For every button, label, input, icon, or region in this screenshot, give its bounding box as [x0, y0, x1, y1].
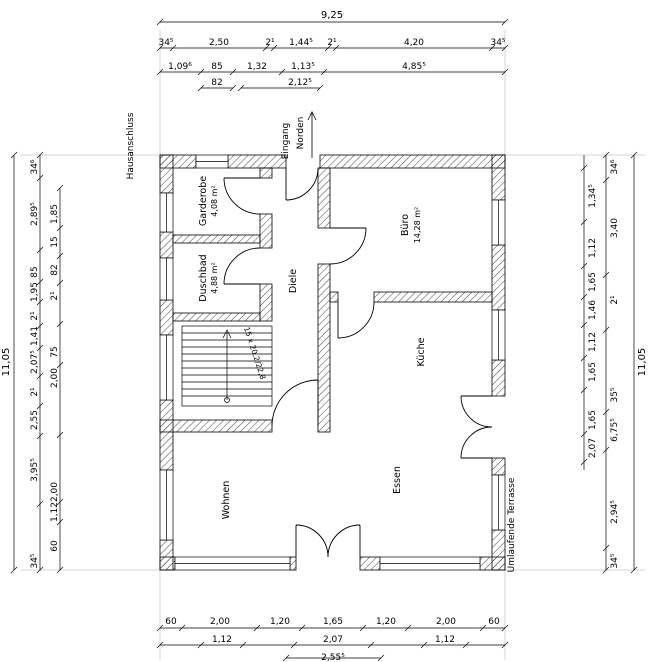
annotation-north: Norden [296, 117, 306, 150]
dim-label: 2,55⁵ [321, 653, 345, 662]
room-label-wohnen: Wohnen [221, 481, 232, 520]
dim-label: 2,89⁵ [30, 202, 40, 226]
dim-label: 1,95 [30, 282, 40, 302]
entrance-door [285, 167, 319, 201]
terrace-double-door-right [460, 395, 493, 459]
doors [223, 167, 493, 558]
dim-label: 1,41 [30, 326, 40, 346]
dim-label: 1,12 [435, 635, 455, 645]
dim-label: 2¹ [265, 38, 275, 48]
room-labels: Garderobe 4,08 m² Duschbad 4,88 m² Diele… [198, 176, 427, 520]
dim-label: 1,12 [588, 332, 598, 352]
dim-label: 2,07 [323, 635, 343, 645]
north-arrow-icon [307, 111, 317, 158]
dim-label: 85 [30, 266, 40, 277]
dim-label: 2¹ [610, 295, 620, 305]
walls [159, 154, 506, 571]
dim-label: 6,75⁵ [610, 418, 620, 442]
dim-label: 2,55 [30, 410, 40, 430]
room-label-garderobe: Garderobe [198, 176, 209, 226]
dim-label: 34⁶ [610, 159, 620, 174]
dim-label: 2,00 [50, 368, 60, 388]
dim-label: 34⁵ [490, 38, 505, 48]
dim-label: 2¹ [327, 38, 337, 48]
dimension-lines [10, 18, 638, 662]
dim-label: 2¹ [50, 291, 60, 301]
stairs [181, 325, 273, 407]
dim-label: 2¹ [30, 387, 40, 397]
dim-label: 34⁵ [610, 553, 620, 568]
dim-label: 4,85⁵ [402, 62, 426, 72]
dim-label: 82 [50, 264, 60, 275]
dim-label: 1,34⁵ [588, 184, 598, 208]
dim-label: 1,65 [323, 617, 343, 627]
dim-label: 2,07⁵ [30, 350, 40, 374]
duschbad-door [223, 247, 261, 285]
dim-label: 1,12 [50, 502, 60, 522]
room-label-essen: Essen [392, 466, 403, 494]
dim-label: 35⁵ [610, 387, 620, 402]
terrace-double-door-bottom [295, 524, 361, 558]
garderobe-door [223, 177, 261, 215]
dim-label: 34⁶ [30, 159, 40, 174]
dim-label: 2¹ [30, 311, 40, 321]
dim-label: 2,94⁵ [610, 500, 620, 524]
dim-label: 2,00 [210, 617, 230, 627]
dim-label: 1,20 [376, 617, 396, 627]
room-label-kueche: Küche [416, 337, 427, 366]
buero-door [329, 227, 367, 265]
dim-label: 15 [50, 236, 60, 247]
dim-label: 9,25 [321, 10, 343, 21]
stair-direction-arrow [222, 329, 232, 400]
dim-label: 1,13⁵ [291, 62, 315, 72]
dim-label: 2,12⁵ [288, 78, 312, 88]
dim-label: 60 [488, 617, 500, 627]
dimension-labels: 9,25 34⁵ 2,50 2¹ 1,44⁵ 2¹ 4,20 34⁵ 1,09⁶… [1, 10, 648, 662]
annotation-stairs-note: 15 x 20,2/22,8 [242, 326, 268, 381]
dim-label: 1,65 [588, 272, 598, 292]
dim-label: 11,05 [1, 348, 12, 377]
dim-label: 82 [211, 78, 222, 88]
dim-label: 60 [165, 617, 177, 627]
dim-label: 1,65 [588, 362, 598, 382]
dim-label: 34⁵ [158, 38, 173, 48]
windows [159, 154, 506, 571]
room-area-buero: 14,28 m² [413, 207, 422, 243]
dim-label: 75 [50, 346, 60, 357]
room-area-garderobe: 4,08 m² [210, 185, 219, 216]
dim-label: 11,05 [637, 348, 648, 377]
room-area-duschbad: 4,88 m² [210, 262, 219, 293]
dim-label: 1,85 [50, 204, 60, 224]
dim-label: 1,12 [212, 635, 232, 645]
annotation-house-connection: Hausanschluss [126, 112, 136, 179]
dim-label: 1,32 [247, 62, 267, 72]
annotation-terrace: Umlaufende Terrasse [507, 477, 517, 572]
dim-label: 1,20 [270, 617, 290, 627]
dim-label: 1,09⁶ [168, 62, 192, 72]
dim-label: 60 [50, 540, 60, 552]
dim-label: 1,44⁵ [289, 38, 313, 48]
dim-label: 3,40 [610, 218, 620, 238]
dim-label: 3,95⁵ [30, 458, 40, 482]
dim-label: 1,46 [588, 300, 598, 320]
dim-label: 1,12 [588, 238, 598, 258]
dim-label: 2,00 [50, 482, 60, 502]
room-label-diele: Diele [288, 269, 299, 293]
dim-label: 2,07 [588, 438, 598, 458]
dim-label: 2,50 [209, 38, 229, 48]
extension-lines [20, 30, 645, 660]
dim-label: 34⁵ [30, 553, 40, 568]
dim-label: 1,65 [588, 410, 598, 430]
dim-label: 4,20 [404, 38, 424, 48]
wohnen-door [271, 379, 319, 427]
room-label-buero: Büro [400, 214, 411, 236]
kueche-door [337, 301, 375, 339]
dim-label: 85 [211, 62, 222, 72]
annotation-entrance: Eingang [281, 123, 291, 160]
dim-label: 2,00 [436, 617, 456, 627]
room-label-duschbad: Duschbad [198, 254, 209, 301]
